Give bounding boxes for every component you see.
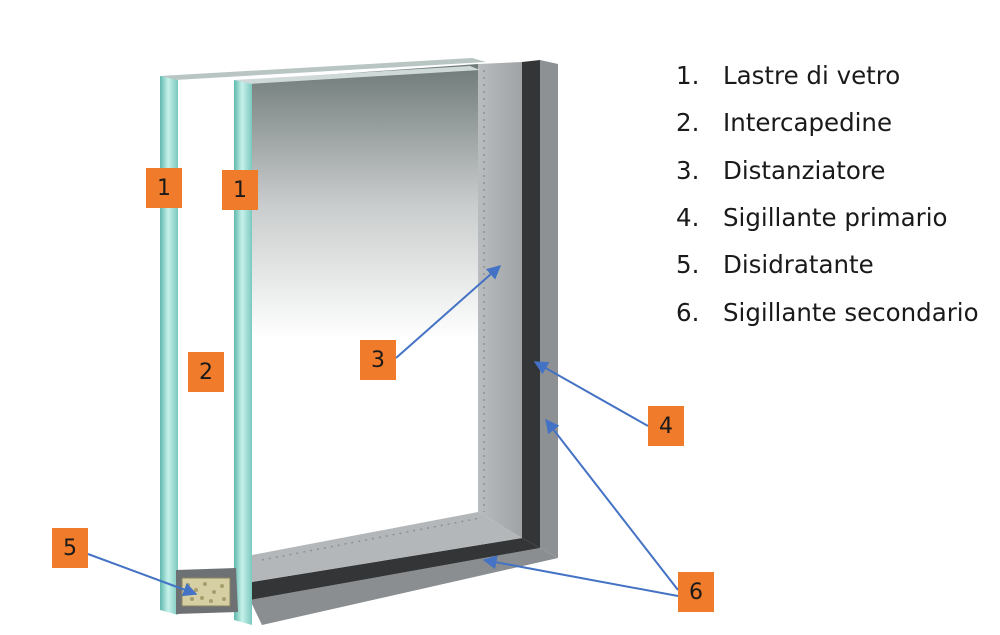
legend-text: Disidratante: [723, 250, 874, 280]
legend-number: 1.: [676, 61, 700, 91]
legend-text: Intercapedine: [723, 108, 893, 138]
tag-secondary-sealant: 6: [678, 572, 714, 612]
arrow-secondary-sealant-right: [545, 418, 679, 591]
tag-desiccant: 5: [52, 528, 88, 568]
tag-glass-inner: 1: [222, 170, 258, 210]
tag-spacer: 3: [360, 340, 396, 380]
glass-top-edge: [160, 58, 486, 80]
legend-item: 2. Intercapedine: [676, 99, 979, 146]
arrow-primary-sealant: [533, 361, 649, 427]
spacer-right: [478, 62, 522, 538]
legend-text: Sigillante secondario: [723, 297, 979, 327]
arrow-secondary-sealant-bottom: [482, 555, 679, 597]
tag-cavity: 2: [188, 352, 224, 392]
legend-item: 1. Lastre di vetro: [676, 52, 979, 99]
legend-item: 6. Sigillante secondario: [676, 288, 979, 335]
legend-number: 4.: [676, 203, 700, 233]
glass-pane-face: [252, 64, 478, 565]
legend-text: Sigillante primario: [723, 203, 948, 233]
legend-number: 2.: [676, 108, 700, 138]
tag-primary-sealant: 4: [648, 406, 684, 446]
tag-glass-outer: 1: [146, 168, 182, 208]
legend-text: Distanziatore: [723, 155, 886, 185]
arrow-desiccant: [87, 553, 198, 597]
legend-number: 3.: [676, 155, 700, 185]
glass-pane-outer-edge: [160, 76, 178, 615]
glass-pane-inner-edge: [234, 80, 252, 625]
spacer-bottom: [252, 512, 522, 582]
primary-sealant-bottom: [250, 538, 540, 600]
legend-item: 4. Sigillante primario: [676, 194, 979, 241]
component-legend: 1. Lastre di vetro 2. Intercapedine 3. Dist…: [676, 52, 979, 336]
glass-top-edge-inner: [234, 66, 480, 84]
primary-sealant-right: [522, 60, 540, 548]
air-cavity: [178, 82, 234, 572]
arrow-spacer: [395, 265, 502, 359]
secondary-sealant-bottom: [250, 548, 558, 625]
legend-number: 6.: [676, 297, 700, 327]
secondary-sealant-right: [540, 60, 558, 558]
legend-text: Lastre di vetro: [723, 61, 901, 91]
legend-item: 3. Distanziatore: [676, 147, 979, 194]
legend-item: 5. Disidratante: [676, 241, 979, 288]
legend-number: 5.: [676, 250, 700, 280]
